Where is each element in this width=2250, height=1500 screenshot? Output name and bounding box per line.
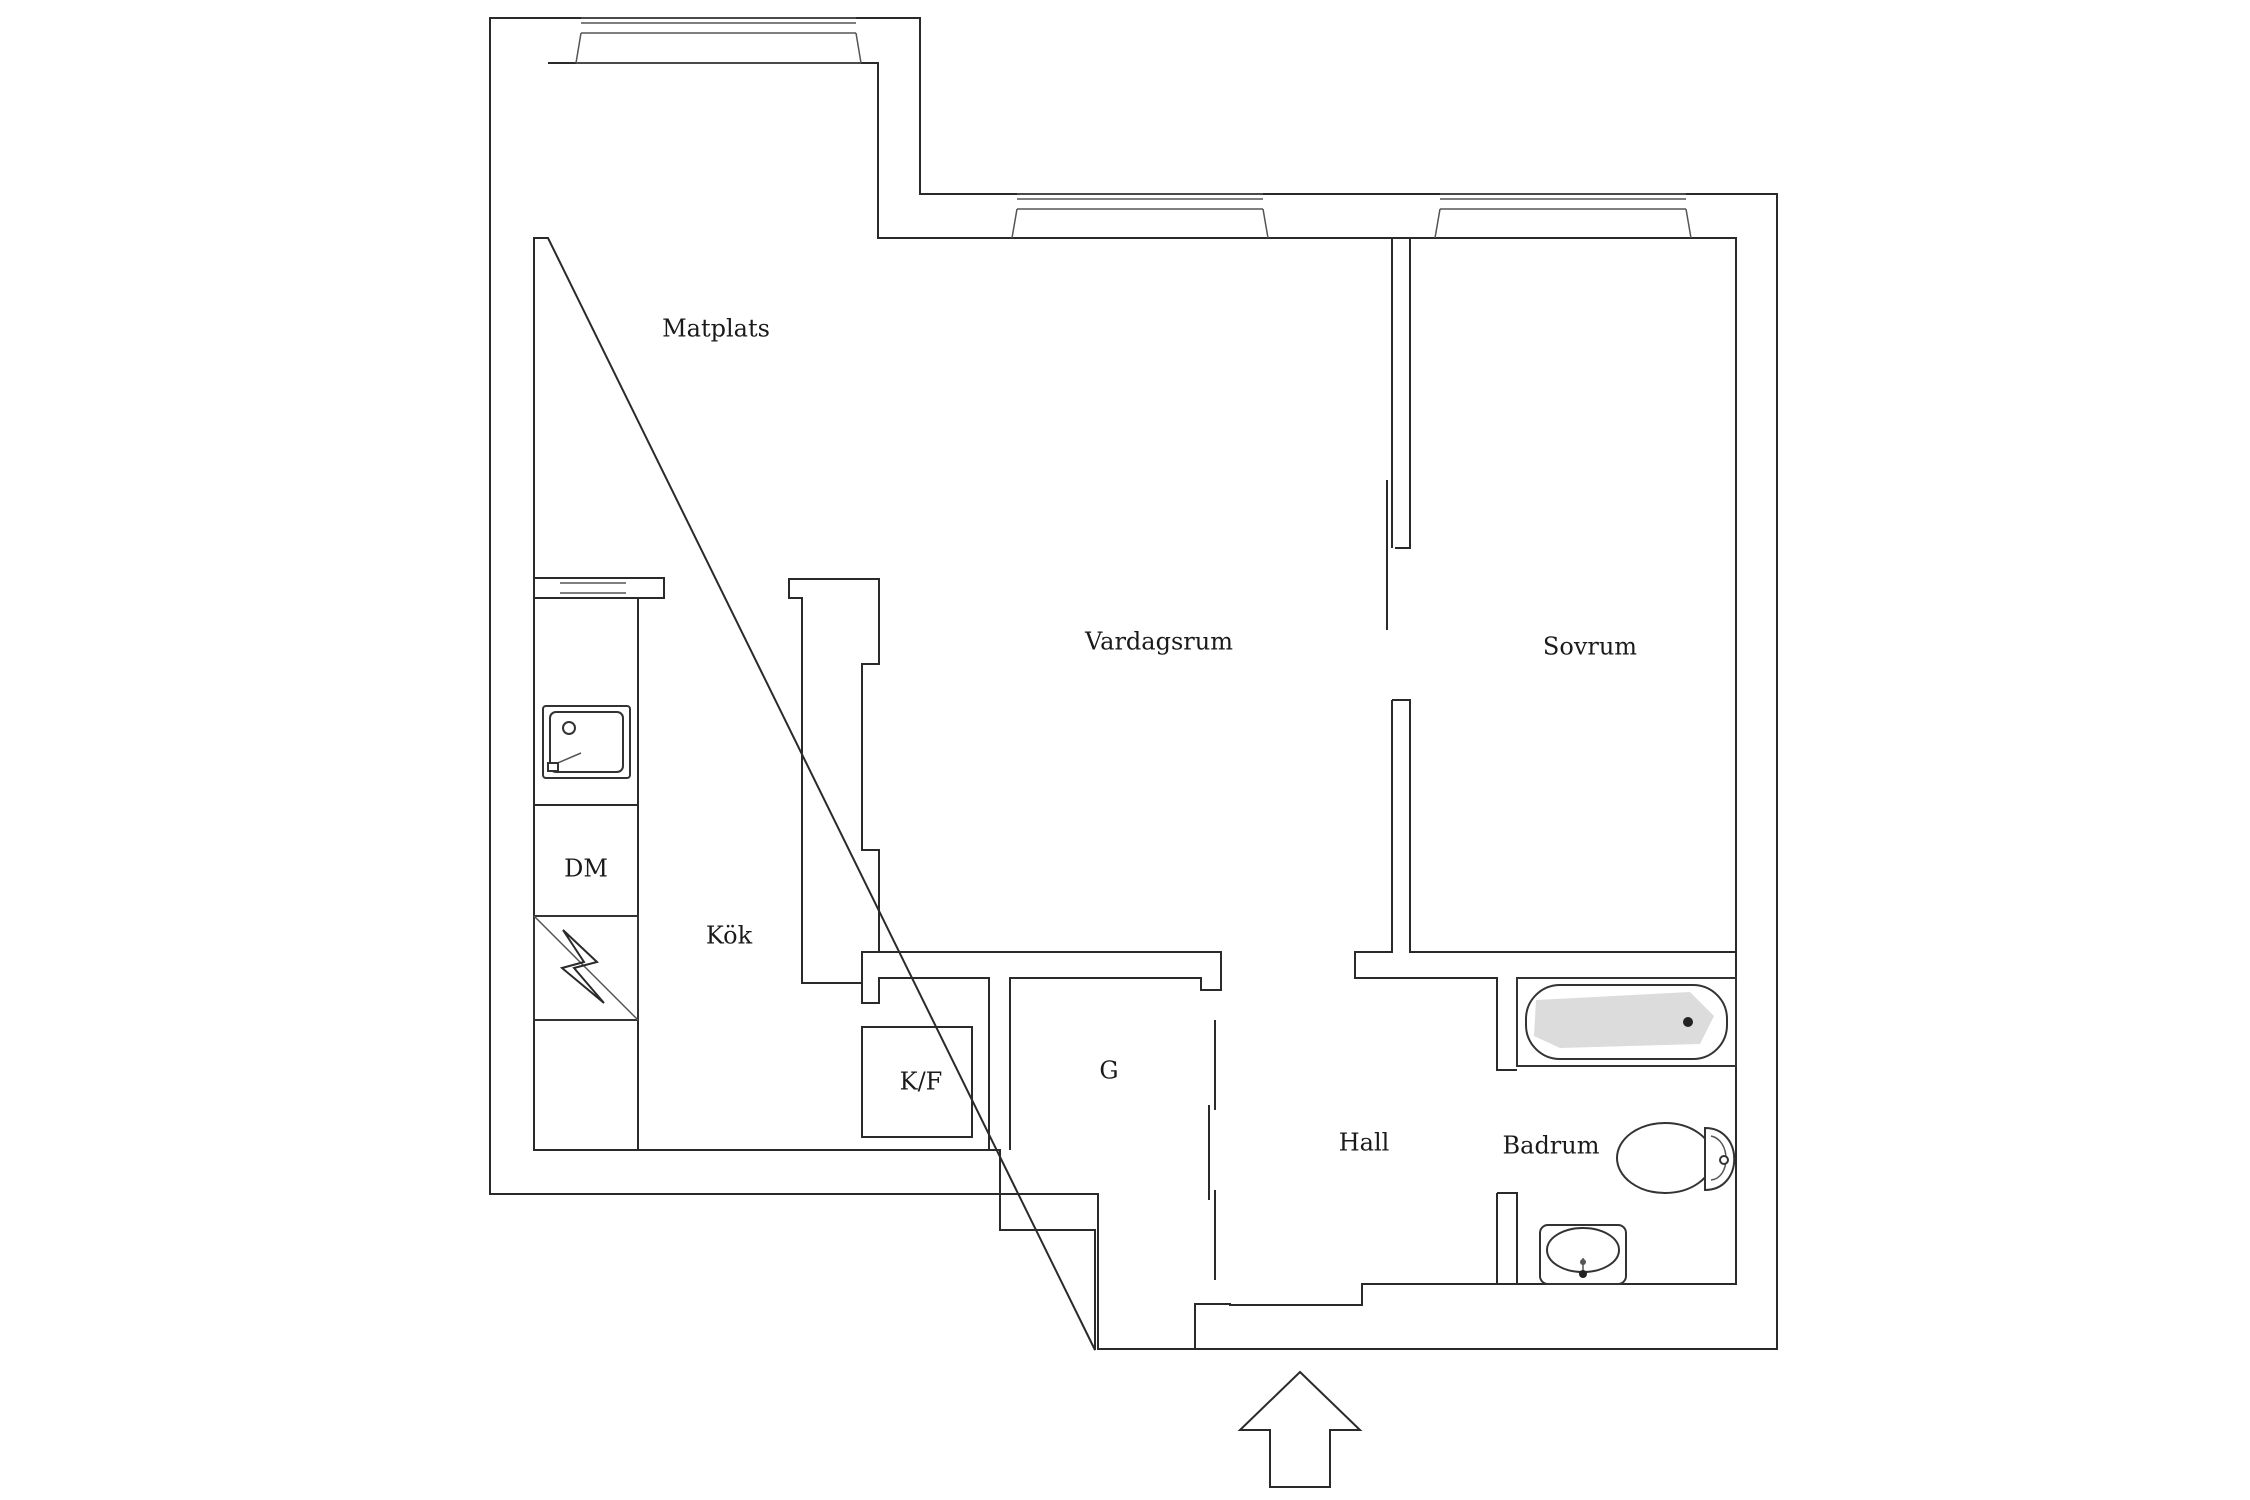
room-label-vardagsrum: Vardagsrum [1084, 628, 1233, 656]
toilet-icon [1616, 1122, 1736, 1194]
sink-icon [542, 705, 631, 779]
room-label-kf: K/F [900, 1068, 943, 1096]
room-label-kok: Kök [706, 922, 753, 950]
bathroom-wall [1496, 1192, 1518, 1284]
window-sovrum [1434, 193, 1692, 239]
fridge-freezer [861, 1026, 973, 1138]
kitchen-partition [534, 577, 665, 599]
window-matplats [575, 17, 862, 64]
room-label-matplats: Matplats [662, 315, 770, 343]
inner-wall [533, 62, 1737, 1351]
hall-closet-door [1208, 1020, 1216, 1280]
outer-wall [489, 17, 1778, 1350]
room-label-hall: Hall [1339, 1129, 1390, 1157]
stove-icon [533, 915, 639, 1021]
room-label-sovrum: Sovrum [1543, 633, 1637, 661]
bedroom-wall [1354, 238, 1736, 1071]
window-vardagsrum [1011, 193, 1269, 239]
living-kitchen-wall [788, 578, 1222, 1151]
room-label-dm: DM [564, 855, 608, 883]
room-label-badrum: Badrum [1503, 1132, 1600, 1160]
bathtub-icon [1516, 977, 1737, 1067]
entrance-arrow-icon [1237, 1370, 1363, 1488]
washbasin-icon [1539, 1224, 1627, 1285]
room-label-g: G [1099, 1057, 1118, 1085]
